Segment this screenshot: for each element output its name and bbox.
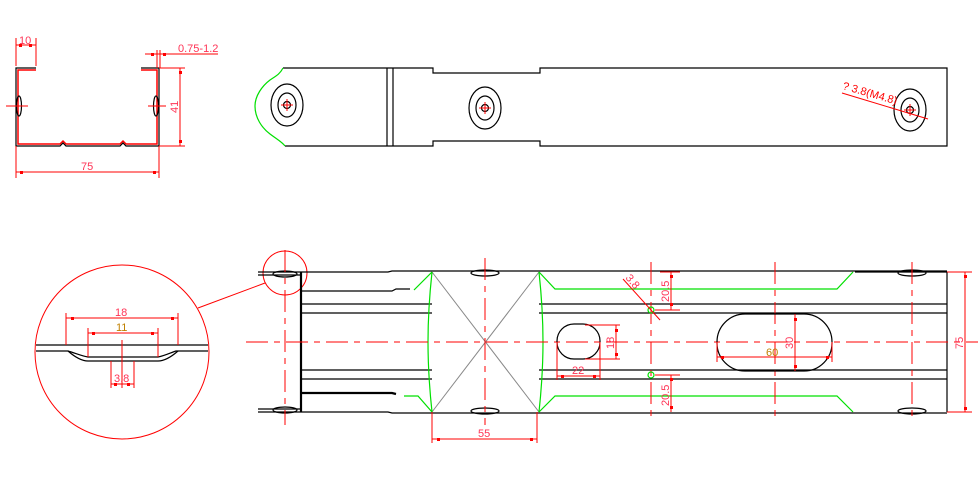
detail-leader <box>197 282 266 309</box>
dim-inner-width: 11 <box>116 322 127 334</box>
dim-large-slot-length: 60 <box>766 347 778 359</box>
detail-circle <box>34 264 210 440</box>
dim-overall-width: 75 <box>954 337 966 349</box>
detail-view: 18 11 3.8 <box>34 250 308 440</box>
dim-bottom-offset: 20.5 <box>660 385 672 406</box>
dim-hole-diameter: 3.8 <box>114 373 129 385</box>
dim-height: 41 <box>169 101 181 113</box>
screw-hole <box>468 86 502 130</box>
channel-profile-red <box>17 69 158 145</box>
dim-small-slot-height: 18 <box>605 337 617 349</box>
section-view: 10 0.75-1.2 41 75 <box>6 35 218 178</box>
bottom-view: 3.8 20.5 20.5 18 22 60 30 75 55 <box>246 250 978 443</box>
dim-lip-width: 10 <box>19 35 31 47</box>
dim-top-offset: 20.5 <box>660 281 672 302</box>
dim-width: 75 <box>81 161 93 173</box>
pilot-hole <box>647 371 655 379</box>
dim-stiffener-width: 55 <box>478 428 490 440</box>
pilot-hole <box>647 306 655 314</box>
small-slot <box>556 323 601 360</box>
top-outline <box>283 67 948 147</box>
hole-callout: ? 3.8(M4.8) <box>841 80 898 107</box>
top-view: ? 3.8(M4.8) <box>254 67 948 147</box>
bend-edge <box>254 67 286 147</box>
dim-large-slot-height: 30 <box>784 337 796 349</box>
screw-hole <box>270 83 304 127</box>
screw-hole <box>893 88 927 132</box>
dim-thickness: 0.75-1.2 <box>178 43 218 55</box>
dim-outer-width: 18 <box>115 307 127 319</box>
channel-profile <box>15 67 160 147</box>
dim-small-slot-width: 22 <box>572 365 584 377</box>
